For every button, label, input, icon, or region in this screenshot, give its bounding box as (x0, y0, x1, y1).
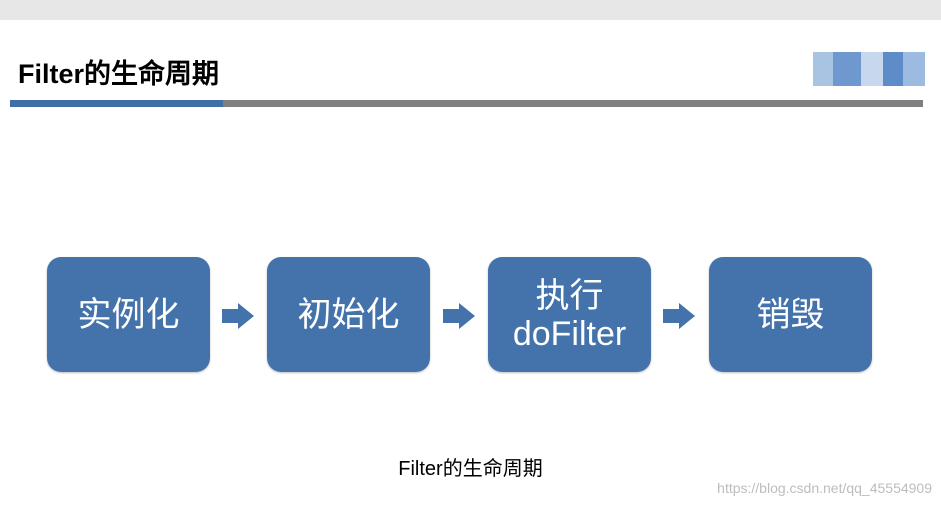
slide-title: Filter的生命周期 (18, 59, 220, 89)
watermark-url: https://blog.csdn.net/qq_45554909 (717, 480, 932, 496)
title-underline-accent (10, 100, 223, 107)
title-underline (223, 100, 923, 107)
right-arrow-icon (222, 303, 254, 329)
top-strip (0, 0, 941, 20)
step-label: 初始化 (297, 295, 400, 334)
right-arrow-icon (443, 303, 475, 329)
right-arrow-icon (663, 303, 695, 329)
step-initialize: 初始化 (267, 257, 430, 372)
step-dofilter: 执行 doFilter (488, 257, 651, 372)
figure-caption: Filter的生命周期 (398, 458, 543, 480)
step-label: 执行 doFilter (512, 276, 627, 353)
step-label: 销毁 (756, 295, 825, 334)
step-instantiate: 实例化 (47, 257, 210, 372)
blurred-logo-icon (813, 52, 925, 86)
step-destroy: 销毁 (709, 257, 872, 372)
step-label: 实例化 (77, 295, 180, 334)
